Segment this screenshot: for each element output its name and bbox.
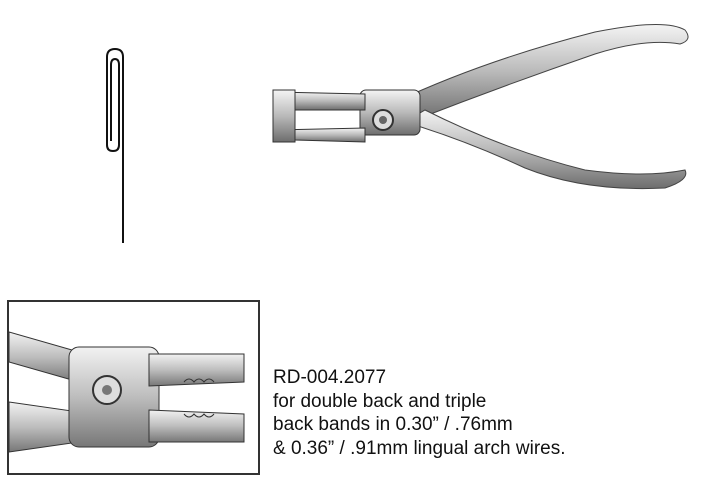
description-line: & 0.36” / .91mm lingual arch wires. bbox=[273, 437, 566, 459]
bent-wire-illustration bbox=[106, 47, 124, 243]
description-line: back bands in 0.30” / .76mm bbox=[273, 414, 513, 435]
pliers-image bbox=[272, 24, 689, 190]
product-description: RD-004.2077 for double back and triple b… bbox=[273, 366, 566, 460]
description-line: for double back and triple bbox=[273, 390, 487, 412]
jaw-closeup-image bbox=[9, 331, 245, 453]
product-code: RD-004.2077 bbox=[273, 367, 387, 388]
jaw-detail-inset bbox=[7, 300, 260, 475]
